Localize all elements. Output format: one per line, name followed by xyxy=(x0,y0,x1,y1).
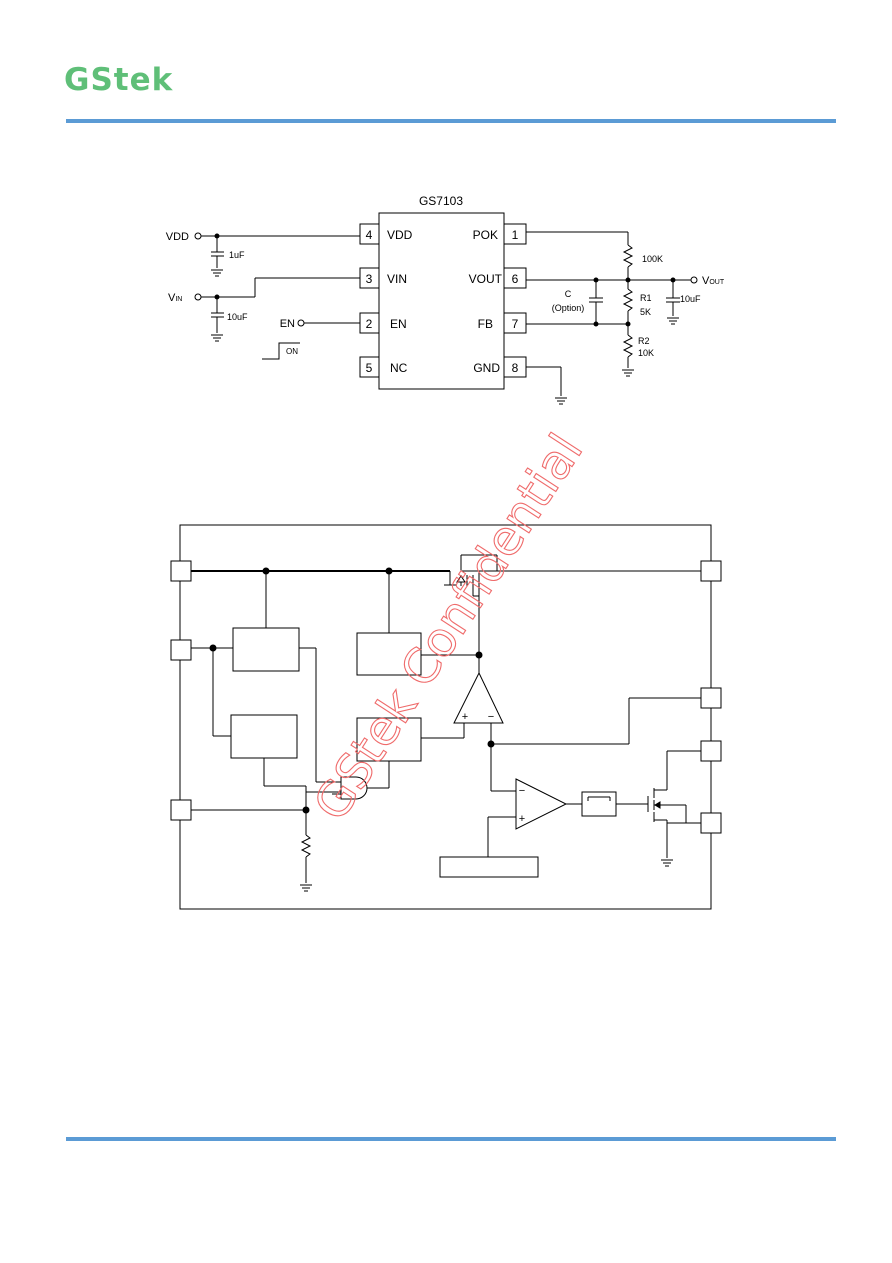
vdd-label: VDD xyxy=(166,231,189,243)
block-pin-nc xyxy=(170,799,192,821)
block-diagram xyxy=(170,524,722,910)
block-pin-vout xyxy=(700,560,722,582)
r2-name: R2 xyxy=(638,336,650,346)
pin-num-7: 7 xyxy=(512,317,519,331)
block-lower-left xyxy=(230,714,298,759)
erramp-minus-sign: − xyxy=(488,711,494,723)
resistor-r2 xyxy=(622,334,634,358)
c-option-note: (Option) xyxy=(552,303,585,313)
pin-label-vout: VOUT xyxy=(469,272,503,286)
chip-name: GS7103 xyxy=(419,194,463,208)
block-pin-en xyxy=(170,639,192,661)
pin-label-vin: VIN xyxy=(387,272,407,286)
comp-plus-sign: + xyxy=(519,813,525,825)
reference-block xyxy=(439,856,539,878)
footer-rule xyxy=(66,1137,836,1141)
vout-label: VOUT xyxy=(702,275,725,287)
resistor-100k xyxy=(622,244,634,268)
header-rule xyxy=(66,119,836,123)
vin-terminal xyxy=(194,293,202,301)
erramp-plus-sign: + xyxy=(462,711,468,723)
block-pin-fb xyxy=(700,687,722,709)
pin-label-pok: POK xyxy=(473,228,498,242)
and-gate xyxy=(340,776,368,800)
en-terminal xyxy=(297,319,305,327)
block-upper-mid xyxy=(356,632,422,676)
block-diagram-text: + − − + xyxy=(462,711,525,825)
block-pin-vdd xyxy=(170,560,192,582)
block-pin-pok xyxy=(700,740,722,762)
vdd-terminal xyxy=(194,232,202,240)
comparator xyxy=(515,778,568,830)
pin-num-5: 5 xyxy=(366,361,373,375)
delay-block xyxy=(581,791,617,817)
pin-label-en: EN xyxy=(390,317,407,331)
pin-num-2: 2 xyxy=(366,317,373,331)
gstek-logo: GStek xyxy=(64,62,174,98)
pin-box-5 xyxy=(359,356,380,378)
block-upper-left xyxy=(232,627,300,672)
pin-label-nc: NC xyxy=(390,361,408,375)
pin-box-4 xyxy=(359,223,380,245)
pin-label-fb: FB xyxy=(478,317,493,331)
c-vdd-value: 1uF xyxy=(229,250,245,260)
pin-num-6: 6 xyxy=(512,272,519,286)
enable-step-icon xyxy=(262,342,300,360)
error-amplifier xyxy=(453,671,504,724)
pin-label-gnd: GND xyxy=(473,361,500,375)
r1-name: R1 xyxy=(640,293,652,303)
pin-num-3: 3 xyxy=(366,272,373,286)
pin-label-vdd: VDD xyxy=(387,228,413,242)
pin-box-6 xyxy=(503,267,527,289)
pin-box-7 xyxy=(503,312,527,334)
pin-num-1: 1 xyxy=(512,228,519,242)
block-outline xyxy=(179,524,712,910)
pin-num-8: 8 xyxy=(512,361,519,375)
r2-value: 10K xyxy=(638,348,654,358)
r1-value: 5K xyxy=(640,307,651,317)
c-option-label: C xyxy=(565,289,572,299)
vin-label: VIN xyxy=(168,292,182,304)
r-pok-value: 100K xyxy=(642,254,663,264)
on-label: ON xyxy=(286,347,298,356)
chip-body xyxy=(378,212,505,390)
vout-terminal xyxy=(690,276,698,284)
en-label: EN xyxy=(280,318,295,330)
comp-minus-sign: − xyxy=(519,785,525,797)
application-circuit xyxy=(194,212,698,405)
pin-box-1 xyxy=(503,223,527,245)
c-vin-value: 10uF xyxy=(227,312,248,322)
c-out-value: 10uF xyxy=(680,294,701,304)
confidential-watermark: GStek Confidential xyxy=(303,424,594,830)
pin-num-4: 4 xyxy=(366,228,373,242)
application-circuit-text: GS7103 4 3 2 5 VDD VIN EN NC 1 6 7 8 POK… xyxy=(166,194,725,375)
pulldown-resistor xyxy=(300,834,312,858)
resistor-r1 xyxy=(622,288,634,312)
block-pin-gnd xyxy=(700,812,722,834)
